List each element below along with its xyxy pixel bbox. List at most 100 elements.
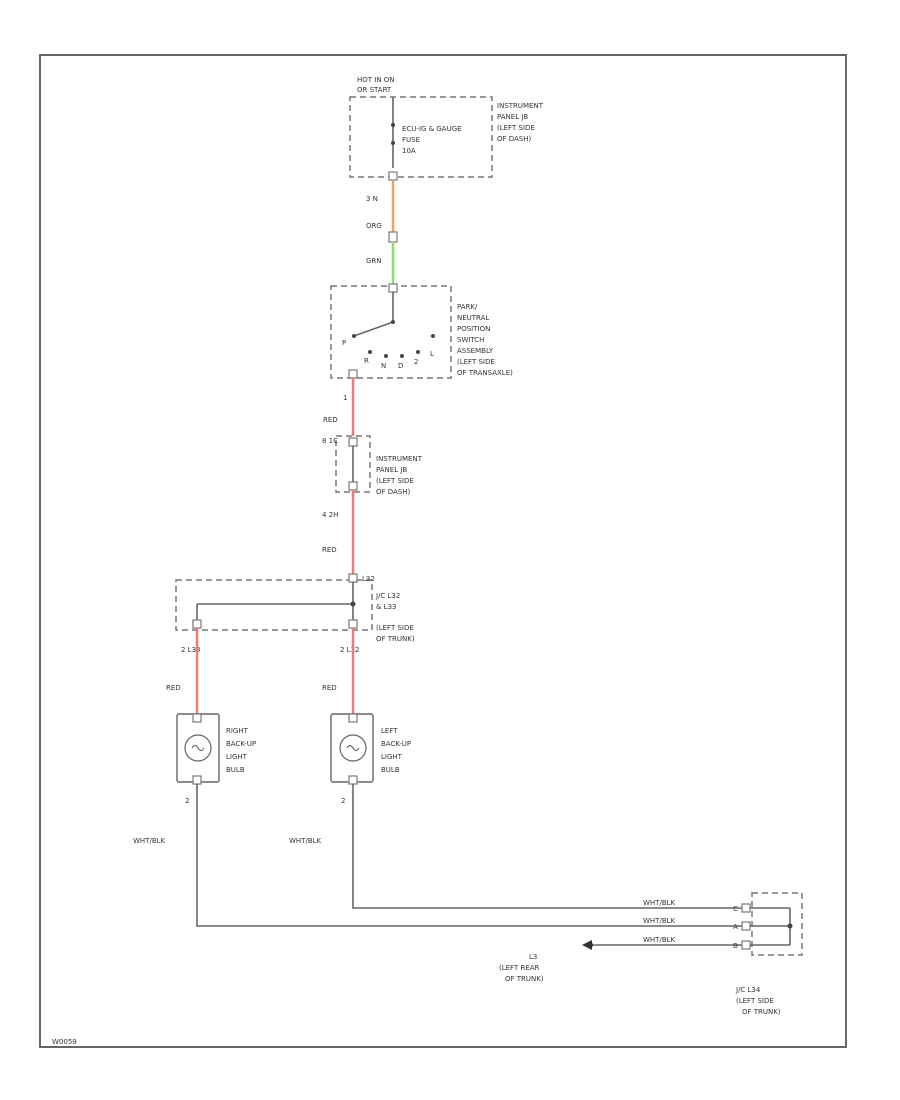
right-bulb-filament bbox=[191, 745, 205, 751]
jc-l34-term-c bbox=[741, 903, 751, 913]
left-bulb-term-bottom bbox=[348, 775, 358, 785]
pnp-name-3: POSITION bbox=[457, 325, 490, 333]
jc-l34-pin-b: B bbox=[733, 942, 738, 950]
ground-point-l3 bbox=[587, 942, 593, 948]
right-bulb-term-top bbox=[192, 713, 202, 723]
fuse-label-line-1: ECU-IG & GAUGE bbox=[402, 125, 462, 133]
ground-point-name-1: (LEFT REAR bbox=[499, 964, 540, 972]
green-wire-label: GRN bbox=[366, 257, 382, 265]
ground-point-id: L3 bbox=[529, 953, 537, 961]
left-bulb-filament bbox=[346, 745, 360, 751]
fuse-terminal-bottom bbox=[391, 141, 395, 145]
jc-l32-in-pin: L32 bbox=[362, 575, 375, 583]
red-wire-2-label: RED bbox=[322, 546, 337, 554]
ground-point-name-2: OF TRUNK) bbox=[505, 975, 544, 983]
pnp-name-5: ASSEMBLY bbox=[457, 347, 494, 355]
left-bulb-name-2: BACK-UP bbox=[381, 740, 411, 748]
pnp-pivot bbox=[391, 320, 395, 324]
fuse-label-line-2: FUSE bbox=[402, 136, 420, 144]
pnp-pin-l: L bbox=[430, 350, 434, 358]
pnp-contact-l bbox=[431, 334, 435, 338]
jc-l32-name-3: (LEFT SIDE bbox=[376, 624, 414, 632]
right-bulb-term-bottom bbox=[192, 775, 202, 785]
red-wire-left-label: RED bbox=[322, 684, 337, 692]
ground-right-label: WHT/BLK bbox=[133, 837, 166, 845]
fuse-label-line-3: 10A bbox=[402, 147, 416, 155]
jc-l32-name-2: & L33 bbox=[376, 603, 397, 611]
left-bulb-name-4: BULB bbox=[381, 766, 400, 774]
jc-l32-splice bbox=[350, 601, 356, 607]
jc-l34-name-1: J/C L34 bbox=[735, 986, 761, 994]
jc-l32-name-4: OF TRUNK) bbox=[376, 635, 415, 643]
right-bulb-name-2: BACK-UP bbox=[226, 740, 256, 748]
ip-jb-top-name-4: OF DASH) bbox=[497, 135, 532, 143]
right-bulb-name-3: LIGHT bbox=[226, 753, 248, 761]
ground-wire-left-bulb bbox=[352, 784, 742, 909]
pnp-pin-r: R bbox=[364, 357, 369, 365]
pnp-connector-bottom bbox=[348, 369, 358, 379]
pnp-pin-p: P bbox=[342, 339, 346, 347]
ip-jb-mid-name-1: INSTRUMENT bbox=[376, 455, 423, 463]
pnp-name-6: (LEFT SIDE bbox=[457, 358, 495, 366]
pnp-contact-d bbox=[400, 354, 404, 358]
ground-wire-label-1: WHT/BLK bbox=[643, 899, 676, 907]
ip-jb-mid-box bbox=[335, 435, 371, 493]
jc-l32-in-term bbox=[348, 573, 358, 583]
fuse-terminal-top bbox=[391, 123, 395, 127]
jc-l34-name-3: OF TRUNK) bbox=[742, 1008, 781, 1016]
left-bulb-name-1: LEFT bbox=[381, 727, 398, 735]
ip-jb-top-name-1: INSTRUMENT bbox=[497, 102, 544, 110]
ground-wire-label-2: WHT/BLK bbox=[643, 917, 676, 925]
ip-jb-top-box bbox=[349, 96, 493, 178]
pnp-pin-2: 2 bbox=[414, 358, 418, 366]
diagram-frame bbox=[39, 54, 847, 1048]
hot-label-line-2: OR START bbox=[357, 86, 392, 94]
ip-jb-mid-name-2: PANEL JB bbox=[376, 466, 407, 474]
red-wire-1-label: RED bbox=[323, 416, 338, 424]
jc-l32-term-right bbox=[348, 619, 358, 629]
hot-label-line-1: HOT IN ON bbox=[357, 76, 395, 84]
ground-wire-right-bulb bbox=[196, 784, 742, 927]
ground-left-label: WHT/BLK bbox=[289, 837, 322, 845]
left-bulb-name-3: LIGHT bbox=[381, 753, 403, 761]
jc-l34-name-2: (LEFT SIDE bbox=[736, 997, 774, 1005]
jc-l34-term-a bbox=[741, 921, 751, 931]
pnp-contact-r bbox=[368, 350, 372, 354]
ip-jb-mid-name-3: (LEFT SIDE bbox=[376, 477, 414, 485]
pnp-pin-n: N bbox=[381, 362, 386, 370]
pnp-out-pin: 1 bbox=[343, 394, 347, 402]
footer-id: W0059 bbox=[52, 1038, 77, 1046]
pnp-switch-blade bbox=[353, 321, 394, 337]
pnp-pin-d: D bbox=[398, 362, 403, 370]
jc-l34-splice bbox=[787, 923, 793, 929]
right-bulb-pin-bottom: 2 bbox=[185, 797, 189, 805]
ip-jb-top-name-2: PANEL JB bbox=[497, 113, 528, 121]
ip-jb-mid-pin-top: 8 1C bbox=[322, 437, 338, 445]
jc-l32-pin-right: 2 L32 bbox=[340, 646, 360, 654]
pnp-contact-p bbox=[352, 334, 356, 338]
pnp-name-2: NEUTRAL bbox=[457, 314, 489, 322]
left-bulb-term-top bbox=[348, 713, 358, 723]
ip-jb-top-name-3: (LEFT SIDE bbox=[497, 124, 535, 132]
connector-top bbox=[388, 171, 398, 181]
right-bulb-name-4: BULB bbox=[226, 766, 245, 774]
jc-l34-pin-c: C bbox=[733, 905, 738, 913]
jc-l34-box bbox=[751, 892, 803, 956]
orange-wire-label: ORG bbox=[366, 222, 382, 230]
pnp-name-4: SWITCH bbox=[457, 336, 484, 344]
connector-inline bbox=[388, 231, 398, 243]
pnp-connector-top bbox=[388, 283, 398, 293]
jc-l32-name-1: J/C L32 bbox=[375, 592, 400, 600]
red-wire-right-label: RED bbox=[166, 684, 181, 692]
pnp-contact-2 bbox=[416, 350, 420, 354]
jc-l34-pin-a: A bbox=[733, 923, 738, 931]
ground-wire-label-3: WHT/BLK bbox=[643, 936, 676, 944]
pnp-contact-n bbox=[384, 354, 388, 358]
ip-jb-mid-term-bottom bbox=[348, 481, 358, 491]
jc-l32-pin-left: 2 L33 bbox=[181, 646, 201, 654]
connector-top-label: 3 N bbox=[366, 195, 378, 203]
jc-l32-term-left bbox=[192, 619, 202, 629]
pnp-switch-box bbox=[330, 285, 452, 379]
jc-l32-box bbox=[175, 579, 373, 631]
